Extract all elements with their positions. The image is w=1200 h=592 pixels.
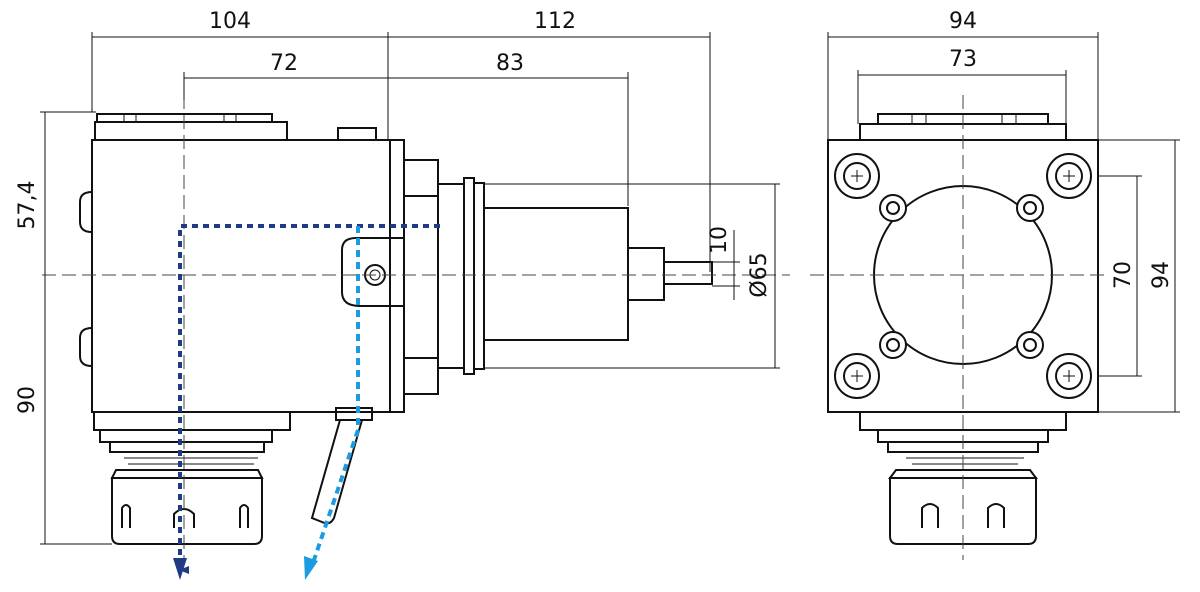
front-view-labels: 94 73 70 94 [949, 9, 1174, 289]
side-view-dimensions [40, 32, 780, 545]
dim-output-length: 112 [534, 9, 576, 34]
internal-coolant-arrow-icon [173, 558, 187, 580]
collet-nut [111, 477, 263, 545]
front-view-dimensions [827, 32, 1180, 413]
dim-front-bolt-height: 70 [1111, 261, 1136, 289]
dim-front-bolt-width: 73 [949, 47, 977, 72]
dim-flange-diameter: Ø65 [747, 252, 772, 297]
corner-bolts [834, 153, 1092, 399]
housing-body [91, 139, 391, 413]
external-coolant-arrow-icon [304, 556, 318, 580]
dim-front-width-total: 94 [949, 9, 977, 34]
side-view [42, 95, 790, 580]
external-coolant-path [312, 226, 360, 561]
inner-bolts [879, 194, 1044, 359]
dim-height-lower: 90 [15, 386, 40, 414]
internal-coolant-path [178, 224, 440, 574]
dim-spindle-offset: 72 [270, 51, 298, 76]
dim-front-height-total: 94 [1149, 261, 1174, 289]
dim-height-upper: 57,4 [15, 181, 40, 230]
dim-width-total: 104 [209, 9, 251, 34]
front-view [810, 95, 1110, 560]
dim-shaft-diameter: 10 [707, 226, 732, 254]
side-view-labels: 104 72 112 83 57,4 90 10 Ø65 [15, 9, 772, 414]
dim-shaft-step: 83 [496, 51, 524, 76]
output-cylinder [483, 207, 629, 341]
